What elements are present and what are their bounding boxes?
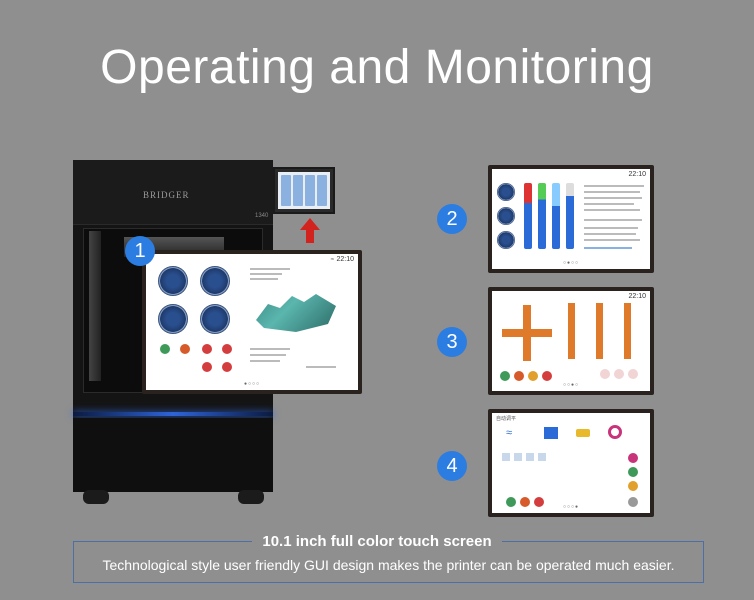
control-button[interactable] [628, 497, 638, 507]
control-button[interactable] [180, 344, 190, 354]
step-badge: 4 [437, 451, 467, 481]
clock: 22:10 [628, 171, 646, 178]
step-badge: 2 [437, 204, 467, 234]
caption-heading: 10.1 inch full color touch screen [252, 533, 502, 550]
file-icon [538, 453, 546, 461]
temperature-bar [552, 183, 560, 249]
arrow-up-icon [300, 218, 320, 230]
e-move-control[interactable] [596, 303, 603, 359]
control-button[interactable] [528, 371, 538, 381]
control-button[interactable] [202, 344, 212, 354]
temperature-bar [538, 183, 546, 249]
screen-header: 自动调平 [496, 416, 517, 422]
caption-heading-wrap: 10.1 inch full color touch screen [0, 533, 754, 551]
gauge-icon [497, 231, 515, 249]
text-line [250, 360, 280, 362]
tools-screen: 自动调平 ≈ ○○○● [488, 409, 654, 517]
temperature-bar [566, 183, 574, 249]
printer-base [73, 418, 273, 492]
3d-model-preview [256, 294, 336, 332]
z-move-control[interactable] [568, 303, 575, 359]
wheel-right [238, 490, 264, 504]
control-button[interactable] [500, 371, 510, 381]
printer-top: BRIDGER 1340 [73, 160, 273, 225]
e-move-control[interactable] [624, 303, 631, 359]
text-line [250, 278, 278, 280]
page-indicator[interactable]: ○○○● [562, 504, 580, 510]
wheel-left [83, 490, 109, 504]
text-line [584, 209, 640, 211]
control-button[interactable] [628, 453, 638, 463]
text-line [584, 203, 634, 205]
printer-brand: BRIDGER [143, 190, 190, 200]
monitor-screen: 22:10 ○●○○ [488, 165, 654, 273]
text-line [584, 185, 644, 187]
control-button[interactable] [514, 371, 524, 381]
clock: 22:10 [336, 256, 354, 263]
led-strip [73, 412, 273, 416]
text-line [584, 219, 642, 221]
text-line [250, 354, 286, 356]
control-button[interactable] [160, 344, 170, 354]
home-button[interactable] [600, 369, 610, 379]
page-title: Operating and Monitoring [100, 41, 654, 94]
text-line [584, 239, 640, 241]
page-indicator[interactable]: ○●○○ [562, 260, 580, 266]
gauge-icon [497, 207, 515, 225]
arrow-stem [306, 229, 314, 243]
temperature-bar [524, 183, 532, 249]
text-line [584, 191, 640, 193]
step-badge: 1 [125, 236, 155, 266]
wifi-icon: ≈ [330, 257, 334, 263]
gauge-icon [158, 304, 188, 334]
text-line [584, 233, 636, 235]
control-button[interactable] [542, 371, 552, 381]
file-icon [514, 453, 522, 461]
main-screen: ≈ 22:10 ●○○○ [142, 250, 362, 394]
page-indicator[interactable]: ●○○○ [243, 381, 261, 387]
axis-control-screen: 22:10 ○○●○ [488, 287, 654, 395]
text-line [250, 348, 290, 350]
door-frame [89, 231, 101, 381]
sd-card-icon[interactable] [544, 427, 558, 439]
control-button[interactable] [202, 362, 212, 372]
control-button[interactable] [628, 481, 638, 491]
gauge-icon [158, 266, 188, 296]
control-button[interactable] [628, 467, 638, 477]
gauge-icon [497, 183, 515, 201]
home-button[interactable] [614, 369, 624, 379]
text-line [584, 197, 642, 199]
wifi-icon[interactable]: ≈ [506, 427, 513, 439]
text-line [306, 366, 336, 368]
page-indicator[interactable]: ○○●○ [562, 382, 580, 388]
settings-icon[interactable] [608, 425, 622, 439]
usb-icon[interactable] [576, 429, 590, 437]
gauge-icon [200, 304, 230, 334]
gauge-icon [200, 266, 230, 296]
text-line [250, 268, 290, 270]
caption-description: Technological style user friendly GUI de… [102, 557, 675, 573]
home-button[interactable] [628, 369, 638, 379]
step-badge: 3 [437, 327, 467, 357]
control-button[interactable] [520, 497, 530, 507]
printer-model: 1340 [255, 213, 269, 219]
file-icon [502, 453, 510, 461]
control-button[interactable] [506, 497, 516, 507]
control-button[interactable] [222, 362, 232, 372]
control-button[interactable] [222, 344, 232, 354]
text-line [584, 227, 638, 229]
control-button[interactable] [534, 497, 544, 507]
clock: 22:10 [628, 293, 646, 300]
printer-touch-screen [273, 167, 335, 214]
file-icon [526, 453, 534, 461]
text-line [250, 273, 282, 275]
xy-move-control[interactable] [523, 305, 531, 361]
text-line [584, 247, 632, 249]
